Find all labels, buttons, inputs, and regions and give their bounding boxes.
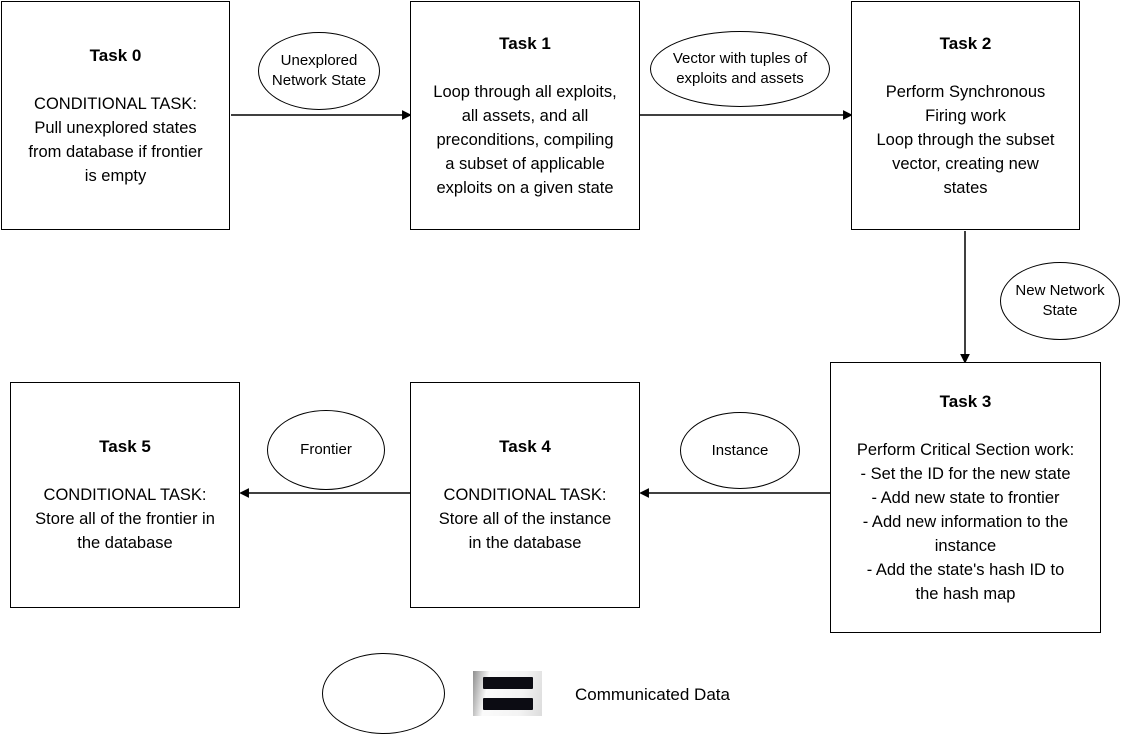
- data-label-text: New Network State: [1015, 282, 1105, 319]
- equals-icon-bar-top: [482, 677, 533, 689]
- legend-ellipse-sample: [322, 653, 445, 734]
- task-1-box: Task 1 Loop through all exploits, all as…: [410, 1, 640, 230]
- task-3-box: Task 3 Perform Critical Section work: - …: [830, 362, 1101, 633]
- equals-icon: [473, 671, 542, 716]
- data-label-unexplored-network-state: Unexplored Network State: [258, 32, 380, 110]
- task-5-title: Task 5: [99, 437, 151, 456]
- data-label-text: Instance: [711, 441, 769, 459]
- task-0-body: CONDITIONAL TASK: Pull unexplored states…: [28, 94, 203, 185]
- task-4-box: Task 4 CONDITIONAL TASK: Store all of th…: [410, 382, 640, 608]
- task-3-title: Task 3: [939, 391, 992, 411]
- task-2-title: Task 2: [939, 33, 992, 53]
- data-label-text: Unexplored Network State: [271, 52, 367, 89]
- data-label-vector-tuples: Vector with tuples of exploits and asset…: [650, 31, 830, 107]
- task-5-body: CONDITIONAL TASK: Store all of the front…: [35, 486, 215, 552]
- task-1-body: Loop through all exploits, all assets, a…: [433, 82, 617, 197]
- task-1-title: Task 1: [499, 33, 551, 53]
- task-2-body: Perform Synchronous Firing work Loop thr…: [876, 82, 1055, 197]
- task-3-body: Perform Critical Section work: - Set the…: [856, 440, 1075, 603]
- task-2-box: Task 2 Perform Synchronous Firing work L…: [851, 1, 1080, 230]
- data-label-frontier: Frontier: [267, 410, 385, 490]
- task-4-body: CONDITIONAL TASK: Store all of the insta…: [438, 486, 612, 552]
- task-5-box: Task 5 CONDITIONAL TASK: Store all of th…: [10, 382, 240, 608]
- legend-label: Communicated Data: [575, 685, 730, 704]
- equals-icon-bar-bottom: [482, 698, 533, 710]
- data-label-text: Vector with tuples of exploits and asset…: [672, 50, 808, 87]
- data-label-instance: Instance: [680, 412, 800, 489]
- data-label-new-network-state: New Network State: [1000, 262, 1120, 340]
- task-4-title: Task 4: [499, 437, 551, 456]
- task-0-title: Task 0: [89, 45, 142, 65]
- task-0-box: Task 0 CONDITIONAL TASK: Pull unexplored…: [1, 1, 230, 230]
- data-label-text: Frontier: [300, 441, 352, 458]
